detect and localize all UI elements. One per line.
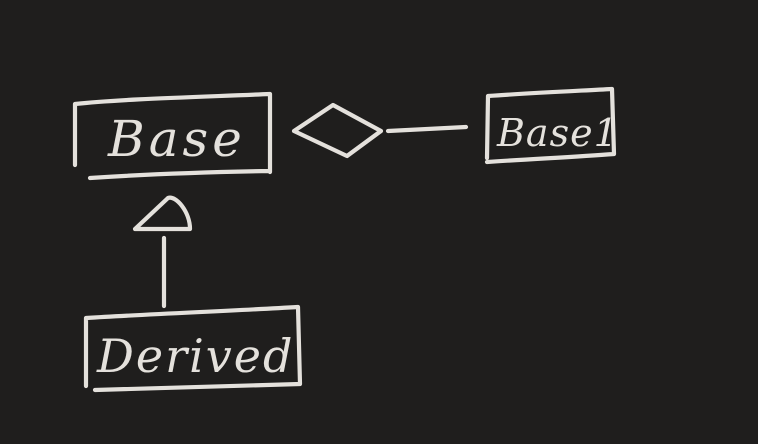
node-base-label: Base bbox=[107, 110, 246, 168]
node-base[interactable]: Base bbox=[72, 91, 273, 181]
node-derived[interactable]: Derived bbox=[83, 304, 303, 393]
aggregation-diamond-marker bbox=[291, 102, 384, 159]
aggregation-edge-line bbox=[385, 124, 469, 134]
node-base1[interactable]: Base1 bbox=[484, 86, 619, 165]
node-base1-box bbox=[484, 86, 617, 165]
node-base-box bbox=[72, 91, 273, 181]
node-derived-label: Derived bbox=[96, 329, 294, 383]
inheritance-triangle-marker bbox=[132, 195, 193, 232]
diagram-ink: Base Base1 Derived bbox=[72, 86, 619, 393]
node-base1-label: Base1 bbox=[496, 111, 619, 155]
node-derived-box bbox=[83, 304, 303, 393]
